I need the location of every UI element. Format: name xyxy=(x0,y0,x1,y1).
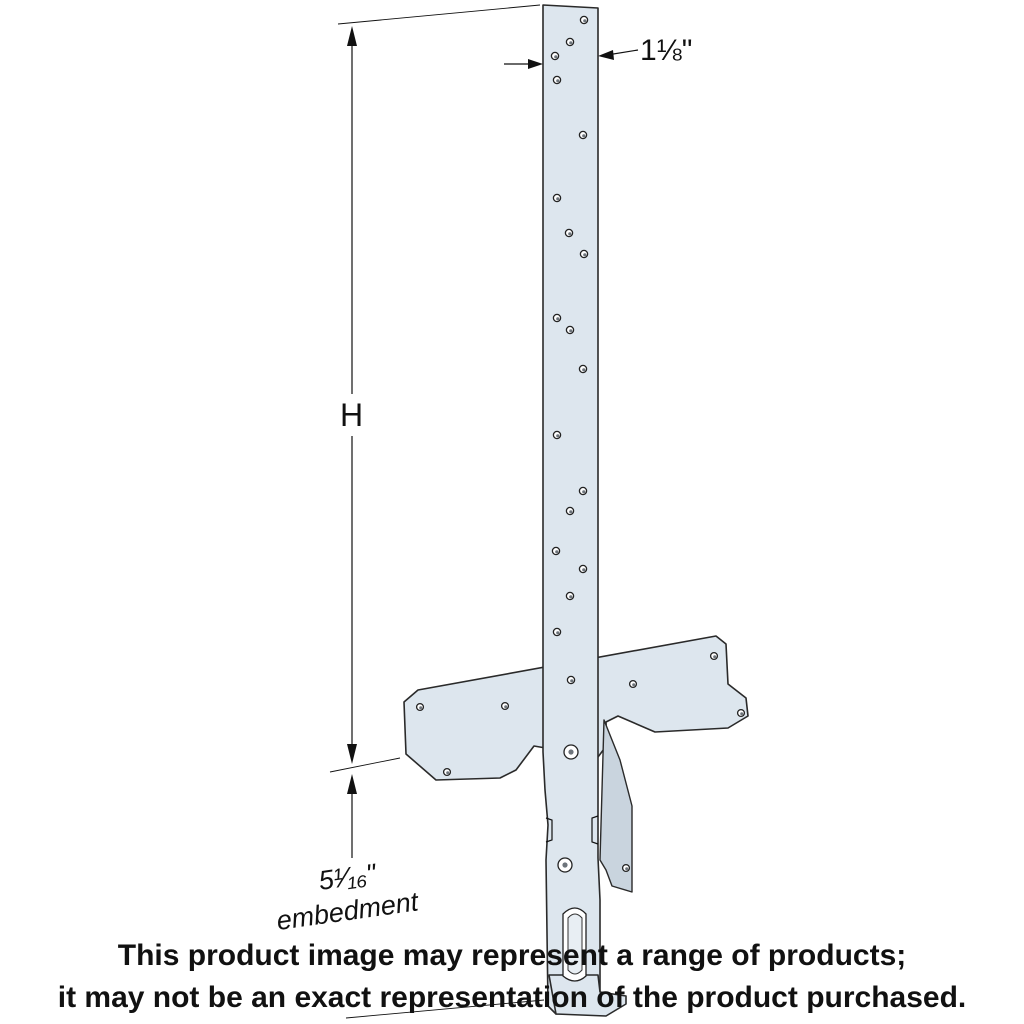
bracket-hole-shadow xyxy=(419,706,423,710)
h-ext-top xyxy=(337,4,541,25)
strap-large-hole-lower-inner xyxy=(562,862,568,868)
width-arrow-right xyxy=(598,50,614,60)
embed-arrow-top xyxy=(347,774,357,794)
nail-hole-shadow xyxy=(569,595,573,599)
nail-hole-shadow xyxy=(582,490,586,494)
nail-hole-shadow xyxy=(555,550,559,554)
disclaimer-line-2: it may not be an exact representation of… xyxy=(57,981,967,1014)
bracket-hole-shadow xyxy=(740,712,744,716)
bracket-hole-shadow xyxy=(446,771,450,775)
nail-hole-shadow xyxy=(582,568,586,572)
nail-hole-shadow xyxy=(569,329,573,333)
width-dimension-label: 1⅛" xyxy=(640,34,692,67)
bracket-hole-shadow xyxy=(632,683,636,687)
strap-notch-right xyxy=(591,815,599,845)
nail-hole-shadow xyxy=(570,679,574,683)
width-arrow-left xyxy=(528,59,543,69)
strap-notch-left xyxy=(545,817,553,843)
bracket-nail-holes xyxy=(415,651,746,873)
embedment-word-label: embedment xyxy=(275,886,422,936)
strap-large-hole-upper-inner xyxy=(568,749,574,755)
h-arrow-top xyxy=(347,26,357,46)
nail-hole-shadow xyxy=(582,368,586,372)
embed-ext-bottom xyxy=(345,999,545,1019)
bracket-hole-shadow xyxy=(625,867,629,871)
height-dimension-label: H xyxy=(340,397,363,433)
nail-hole-shadow xyxy=(556,79,560,83)
nail-hole-shadow xyxy=(556,197,560,201)
anchor-slot-inner xyxy=(567,913,583,975)
nail-hole-shadow xyxy=(556,631,560,635)
h-ext-bottom xyxy=(329,757,401,773)
nail-hole-shadow xyxy=(583,19,587,23)
nail-hole-shadow xyxy=(583,253,587,257)
h-arrow-bottom xyxy=(347,744,357,764)
nail-hole-shadow xyxy=(556,434,560,438)
bracket-hole-shadow xyxy=(713,655,717,659)
bracket-side-flange xyxy=(599,719,633,893)
nail-hole-shadow xyxy=(568,232,572,236)
strap-nail-holes xyxy=(550,15,589,685)
nail-hole-shadow xyxy=(556,317,560,321)
embedment-value-label: 5¹⁄₁₆" xyxy=(317,858,379,896)
bracket-hole-shadow xyxy=(504,705,508,709)
nail-hole-shadow xyxy=(569,41,573,45)
nail-hole-shadow xyxy=(582,134,586,138)
nail-hole-shadow xyxy=(569,510,573,514)
disclaimer-line-1: This product image may represent a range… xyxy=(117,939,907,972)
anchor-hook xyxy=(548,974,627,1017)
nail-hole-shadow xyxy=(554,55,558,59)
